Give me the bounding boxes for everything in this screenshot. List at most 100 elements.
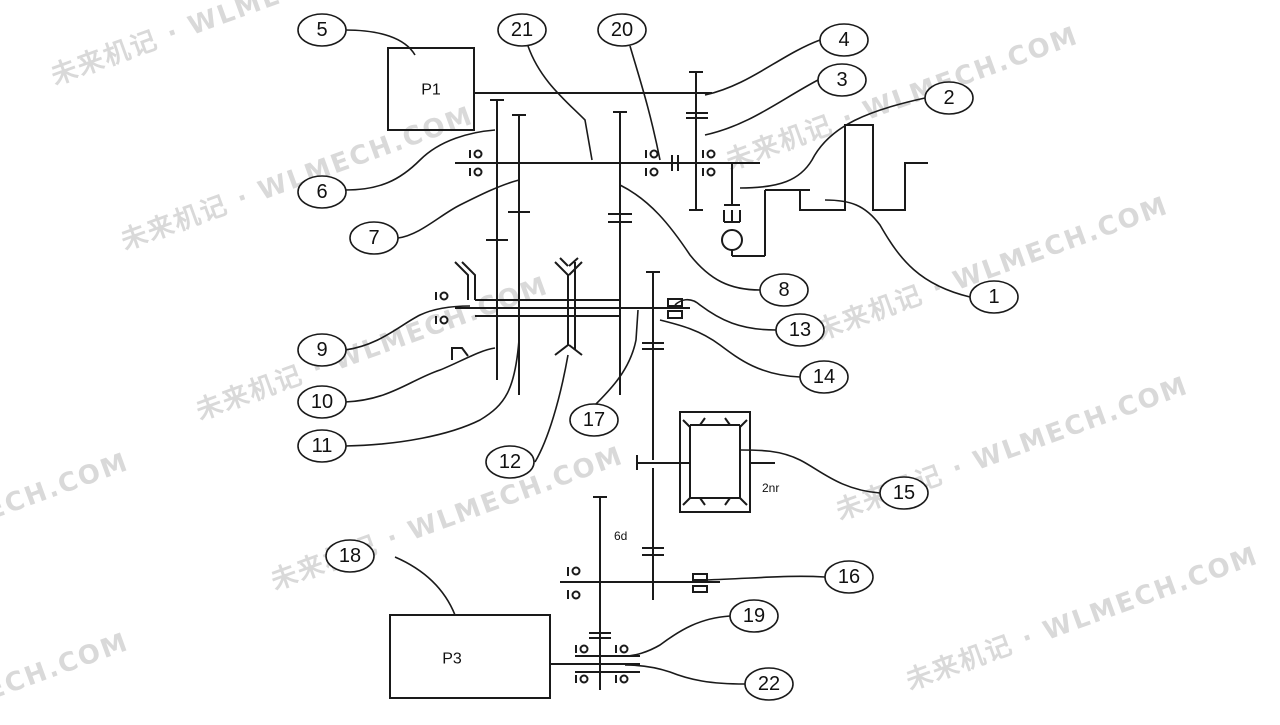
callout-4: 4 (838, 29, 849, 51)
leader-19 (624, 615, 731, 657)
callout-4-ellipse (819, 23, 869, 57)
callout-20: 20 (611, 19, 633, 41)
callout-12-ellipse (485, 445, 535, 479)
callout-1: 1 (988, 286, 999, 308)
p1-label: P1 (421, 82, 441, 99)
mechanism (297, 13, 1019, 701)
callout-16: 16 (838, 566, 860, 588)
leader-18 (394, 556, 456, 616)
bearing-input-2 (645, 149, 659, 177)
synchronizer-9 (454, 261, 476, 300)
leader-8 (619, 184, 761, 291)
callout-11-ellipse (297, 429, 347, 463)
callout-6: 6 (316, 181, 327, 203)
callout-21: 21 (511, 19, 533, 41)
watermark-layer: 未来机记 · WLMECH.COM 未来机记 · WLMECH.COM 未来机记… (0, 0, 1263, 707)
p3-label: P3 (442, 651, 462, 668)
callout-8: 8 (778, 279, 789, 301)
watermark: 未来机记 · WLMECH.COM (812, 191, 1172, 347)
park-lock-10 (451, 347, 469, 360)
callout-10: 10 (311, 391, 333, 413)
leader-1 (824, 199, 971, 298)
synchronizer-12 (554, 257, 583, 356)
leader-12 (534, 354, 569, 463)
callout-7: 7 (368, 227, 379, 249)
callout-7-ellipse (349, 221, 399, 255)
callout-22-ellipse (744, 667, 794, 701)
bearing-intermediate (435, 291, 449, 325)
callout-9: 9 (316, 339, 327, 361)
leader-10 (344, 347, 496, 403)
leader-4 (704, 39, 821, 96)
leader-22 (624, 664, 746, 685)
brake-16 (692, 585, 708, 593)
watermark: ECH.COM (0, 627, 133, 706)
callout-5-ellipse (297, 13, 347, 47)
callout-13: 13 (789, 319, 811, 341)
callout-11: 11 (312, 435, 333, 457)
callout-20-ellipse (597, 13, 647, 47)
leader-5 (344, 29, 416, 56)
callout-6-ellipse (297, 175, 347, 209)
leader-lines (344, 29, 971, 685)
leader-15 (739, 449, 881, 494)
callout-16-ellipse (824, 560, 874, 594)
leader-17 (594, 309, 639, 406)
bearing-input-3 (702, 149, 716, 177)
bearing-input (469, 149, 483, 177)
callout-2-ellipse (924, 81, 974, 115)
bearing-16 (567, 566, 581, 600)
callout-12: 12 (499, 451, 521, 473)
callout-ellipses (297, 13, 1019, 701)
leader-11 (344, 339, 520, 447)
motor-p1-box (387, 47, 475, 131)
watermark: 未来机记 · WLMECH.COM (722, 21, 1082, 177)
pump-2 (721, 163, 766, 257)
differential-15 (679, 411, 751, 513)
callout-18: 18 (339, 545, 361, 567)
callout-19: 19 (743, 605, 765, 627)
leader-16 (704, 575, 826, 581)
leader-3 (704, 79, 819, 136)
brake-13 (667, 310, 683, 319)
callout-8-ellipse (759, 273, 809, 307)
watermark: 未来机记 · WLMECH.COM (47, 0, 407, 92)
leader-7 (397, 179, 520, 239)
watermark: ECH.COM (0, 447, 133, 526)
leader-14 (659, 319, 801, 378)
bearing-19 (575, 644, 629, 684)
note-6d: 6d (614, 529, 627, 543)
motor-p3-box (389, 614, 551, 699)
note-2nr: 2nr (762, 481, 779, 495)
callout-1-ellipse (969, 280, 1019, 314)
watermark: 未来机记 · WLMECH.COM (117, 101, 477, 257)
brake-13 (667, 298, 683, 307)
leader-2 (739, 97, 926, 189)
callout-14: 14 (813, 366, 835, 388)
callout-10-ellipse (297, 385, 347, 419)
callout-3: 3 (836, 69, 847, 91)
watermark: 未来机记 · WLMECH.COM (902, 541, 1262, 697)
watermark: 未来机记 · WLMECH.COM (192, 271, 552, 427)
callout-22: 22 (758, 673, 780, 695)
callout-19-ellipse (729, 599, 779, 633)
callout-17-ellipse (569, 403, 619, 437)
brake-16 (692, 573, 708, 581)
leader-21 (527, 45, 593, 161)
callout-2: 2 (943, 87, 954, 109)
callout-9-ellipse (297, 333, 347, 367)
callout-21-ellipse (497, 13, 547, 47)
callout-13-ellipse (775, 313, 825, 347)
callout-labels: 5 21 20 4 3 2 1 6 7 8 9 10 11 12 17 13 1… (311, 19, 1000, 695)
callout-15: 15 (893, 482, 915, 504)
leader-13 (674, 298, 777, 331)
leader-6 (344, 129, 496, 191)
callout-15-ellipse (879, 476, 929, 510)
leader-9 (344, 305, 471, 351)
callout-18-ellipse (325, 539, 375, 573)
callout-14-ellipse (799, 360, 849, 394)
callout-5: 5 (316, 19, 327, 41)
hydraulic-line-1 (765, 124, 928, 211)
